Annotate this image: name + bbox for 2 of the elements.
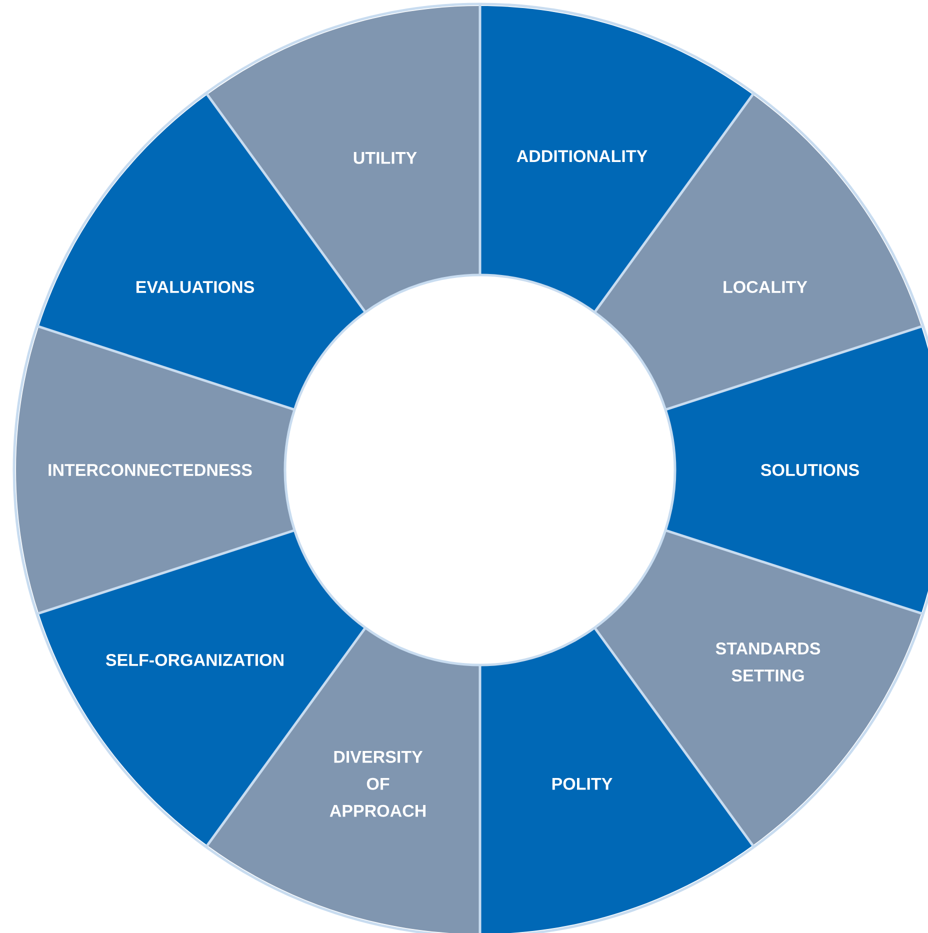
- ring-segment: SOLUTIONS: [664, 326, 928, 614]
- ring-segment: INTERCONNECTEDNESS: [12, 326, 296, 614]
